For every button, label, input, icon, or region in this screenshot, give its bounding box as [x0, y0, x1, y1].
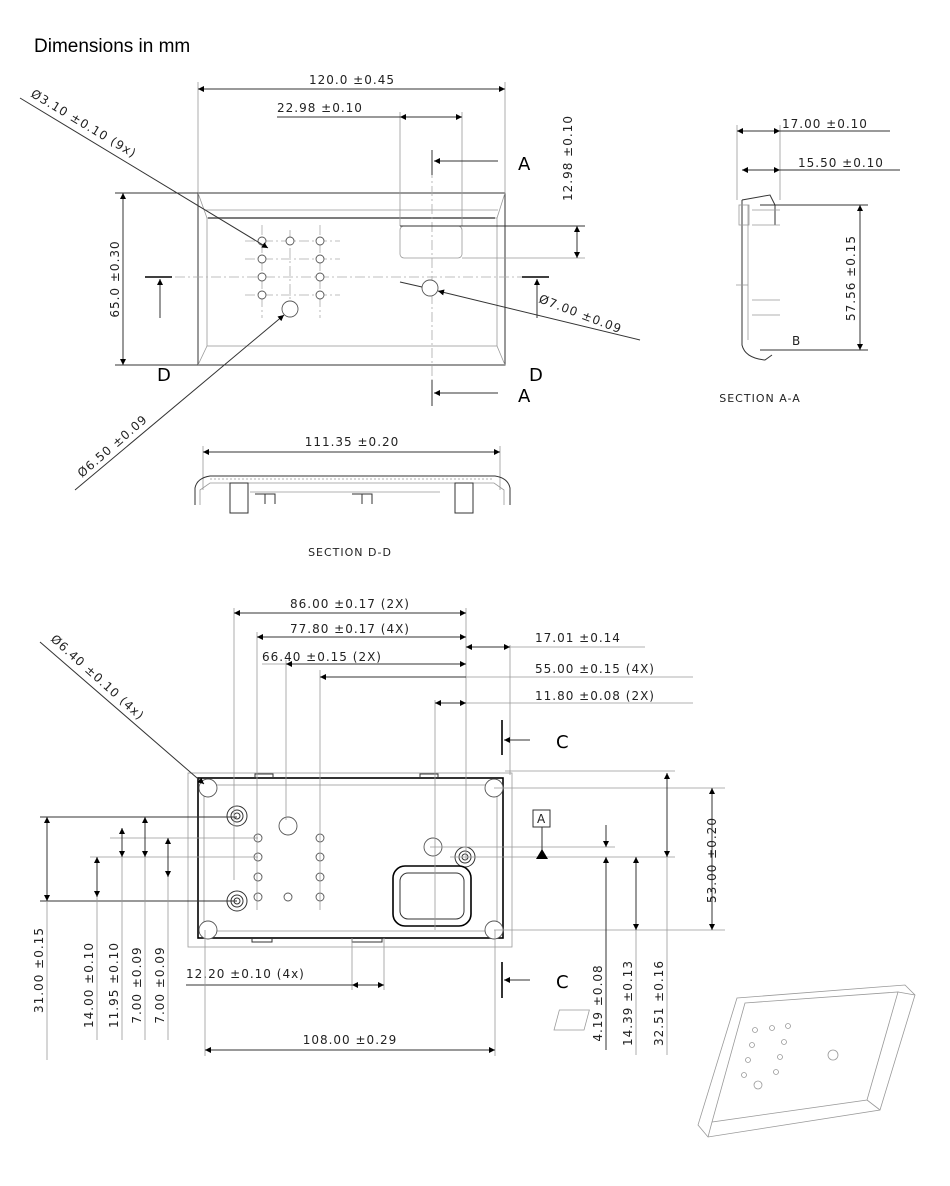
- dim-11-80: 11.80 ±0.08 (2X): [535, 689, 655, 703]
- dim-17-01: 17.01 ±0.14: [535, 631, 621, 645]
- section-a-a: 17.00 ±0.10 15.50 ±0.10 57.56 ±0.15 B SE…: [719, 117, 900, 405]
- dim-6-40: Ø6.40 ±0.10 (4x): [48, 632, 147, 723]
- dim-15: 15.50 ±0.10: [798, 156, 884, 170]
- dim-57: 57.56 ±0.15: [844, 235, 858, 321]
- dim-17: 17.00 ±0.10: [782, 117, 868, 131]
- dim-section-dd-width: 111.35 ±0.20: [305, 435, 400, 449]
- detail-b-label: B: [792, 334, 801, 348]
- section-a-top-label: A: [518, 154, 531, 175]
- dim-window-offset: 22.98 ±0.10: [277, 101, 363, 115]
- dim-53: 53.00 ±0.20: [705, 817, 719, 903]
- isometric-view: [553, 984, 916, 1138]
- dim-108: 108.00 ±0.29: [303, 1033, 398, 1047]
- section-c-bottom-label: C: [556, 972, 569, 993]
- button-hole-grid: [245, 225, 439, 318]
- dim-7-00-b: 7.00 ±0.09: [153, 946, 167, 1023]
- section-c-top-label: C: [556, 732, 569, 753]
- drawing-title: Dimensions in mm: [34, 36, 191, 57]
- bottom-hole-grid: [253, 816, 443, 902]
- dim-height: 65.0 ±0.30: [108, 240, 122, 317]
- dim-12-20: 12.20 ±0.10 (4x): [186, 967, 305, 981]
- dim-window-height: 12.98 ±0.10: [561, 115, 575, 201]
- top-view: 120.0 ±0.45 22.98 ±0.10 12.98 ±0.10 65.0…: [19, 73, 641, 491]
- dim-hole-650: Ø6.50 ±0.09: [75, 412, 150, 480]
- dim-7-00-a: 7.00 ±0.09: [130, 946, 144, 1023]
- bosses: [226, 805, 476, 912]
- section-d-d: 111.35 ±0.20 SECTION D-D: [194, 435, 511, 559]
- dim-31: 31.00 ±0.15: [32, 927, 46, 1013]
- dim-width: 120.0 ±0.45: [309, 73, 395, 87]
- dim-55: 55.00 ±0.15 (4X): [535, 662, 655, 676]
- section-dd-label: SECTION D-D: [308, 546, 392, 559]
- dim-14: 14.00 ±0.10: [82, 942, 96, 1028]
- dim-32-51: 32.51 ±0.16: [652, 960, 666, 1046]
- dim-66: 66.40 ±0.15 (2X): [262, 650, 382, 664]
- dim-77: 77.80 ±0.17 (4X): [290, 622, 410, 636]
- datum-a-label: A: [537, 812, 546, 826]
- bottom-view: 86.00 ±0.17 (2X) 77.80 ±0.17 (4X) 66.40 …: [32, 597, 725, 1060]
- section-d-right-label: D: [529, 365, 543, 386]
- dim-hole-7: Ø7.00 ±0.09: [537, 292, 624, 337]
- section-aa-label: SECTION A-A: [719, 392, 801, 405]
- dim-11-95: 11.95 ±0.10: [107, 942, 121, 1028]
- dim-14-39: 14.39 ±0.13: [621, 960, 635, 1046]
- dim-4-19: 4.19 ±0.08: [591, 964, 605, 1041]
- section-a-bottom-label: A: [518, 386, 531, 407]
- dim-86: 86.00 ±0.17 (2X): [290, 597, 410, 611]
- section-d-left-label: D: [157, 365, 171, 386]
- dim-small-holes: Ø3.10 ±0.10 (9x): [28, 87, 139, 161]
- corner-holes: [198, 778, 504, 940]
